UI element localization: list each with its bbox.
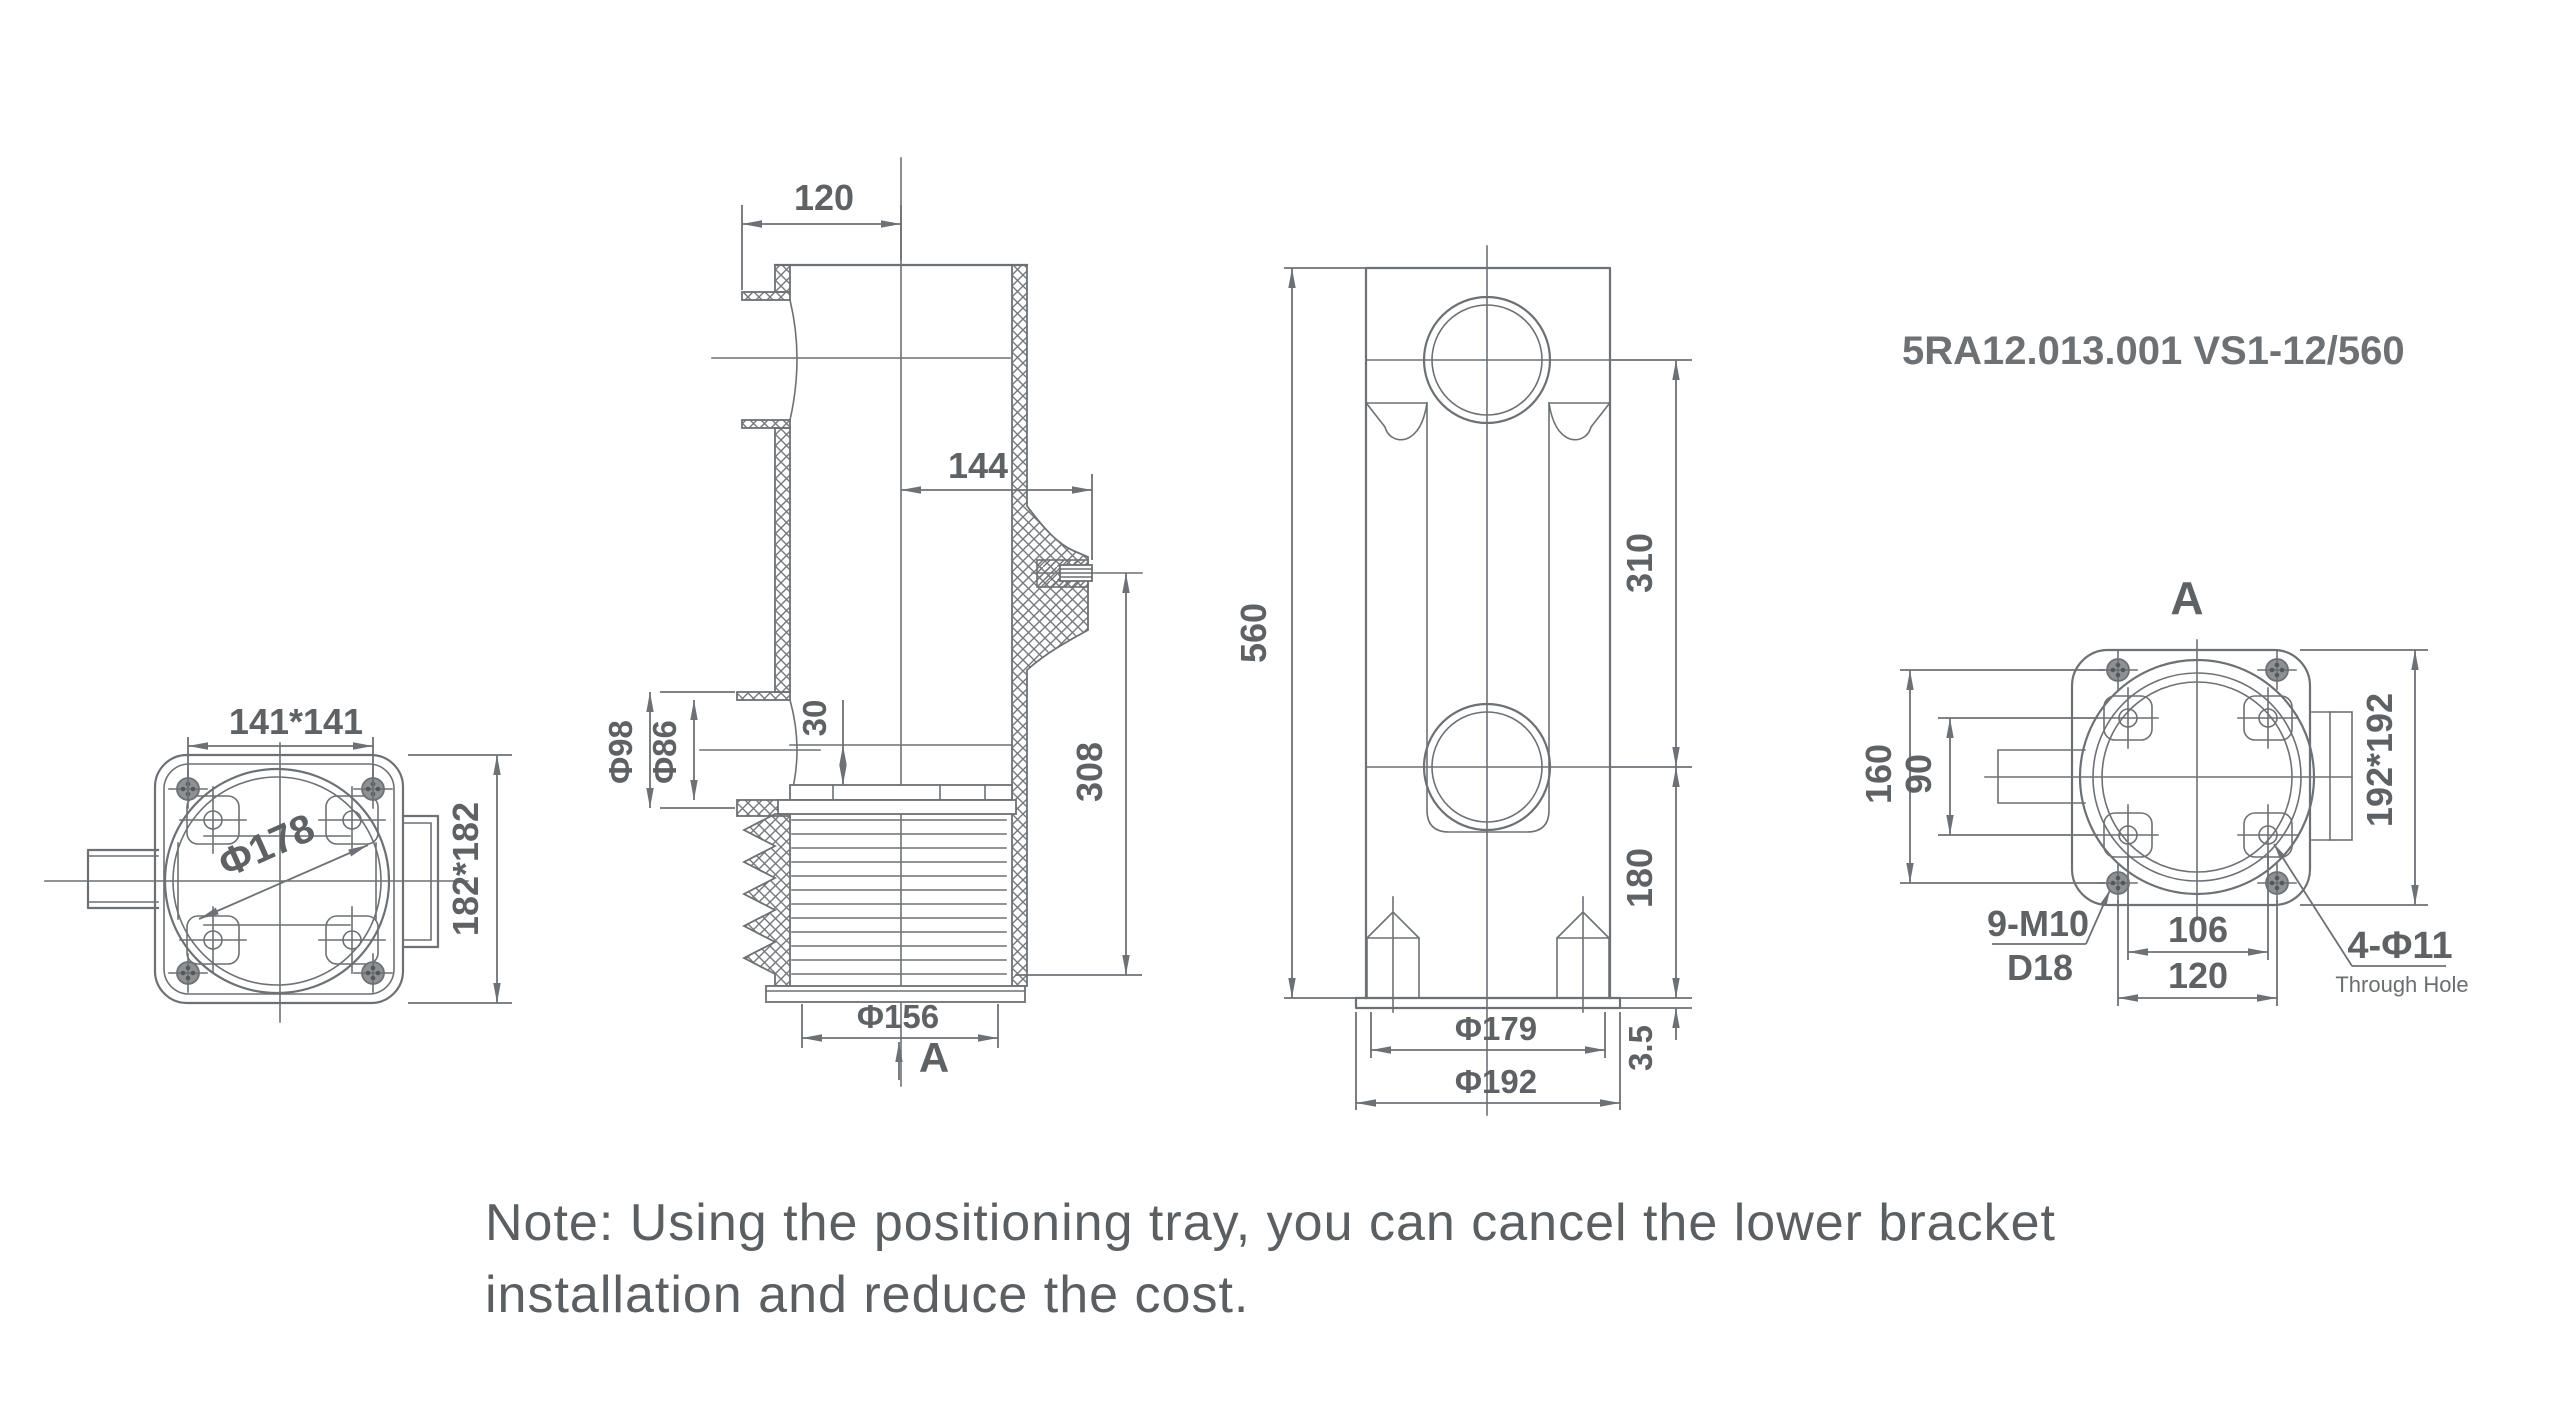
inner-bolt-holes	[179, 786, 386, 974]
dim-106: 106	[2127, 855, 2269, 960]
dim-label: 144	[948, 445, 1008, 486]
dim-98: Φ98	[602, 691, 735, 809]
corner-screws	[2098, 650, 2297, 903]
thread-spec-label: 9-M10	[1987, 903, 2089, 944]
screw	[2257, 650, 2297, 690]
dim-label: 308	[1069, 742, 1110, 802]
dim-label: 141*141	[229, 701, 363, 742]
screw	[353, 953, 393, 993]
hole-note-label: Through Hole	[2335, 972, 2468, 997]
bottom-flange-view: 141*141 182*182 Φ178	[44, 701, 512, 1023]
pole-circle-outer	[2078, 658, 2316, 896]
dim-90: 90	[1898, 717, 2098, 836]
dim-86: Φ86	[646, 700, 698, 800]
dim-310: 310	[1610, 359, 1692, 768]
shoulder-notches	[1365, 402, 1611, 441]
right-wall	[1011, 264, 1089, 987]
base-plate	[1284, 996, 1692, 1010]
dim-160: 160	[1858, 669, 2105, 884]
bottom-studs	[1366, 896, 1610, 1013]
body-outline	[1364, 266, 1612, 1000]
dim-192sq: 192*192	[2300, 649, 2428, 906]
dim-120-bolt: 120	[2117, 900, 2278, 1006]
dim-label: 3.5	[1622, 1025, 1659, 1071]
dim-label: 90	[1898, 754, 1939, 794]
embedded-insert	[1036, 559, 1093, 588]
top-view-a: A	[1858, 572, 2469, 1006]
note-line-2: installation and reduce the cost.	[485, 1266, 1249, 1324]
dim-label: 560	[1233, 603, 1274, 663]
section-view: 120 144 30 Φ98 Φ86 Φ156	[602, 157, 1143, 1087]
view-arrow-label: A	[919, 1034, 949, 1081]
drawing-title: 5RA12.013.001 VS1-12/560	[1902, 329, 2405, 373]
nozzle-socket-curve	[789, 299, 798, 421]
screw	[2098, 650, 2138, 690]
screw	[2098, 863, 2138, 903]
dim-179: Φ179	[1370, 1010, 1606, 1058]
inner-tube-outline	[1426, 402, 1550, 833]
thread-callout: 9-M10 D18	[1987, 889, 2111, 988]
dim-192: Φ192	[1355, 1012, 1621, 1110]
keyway-slot	[1997, 749, 2086, 804]
dim-3-5: 3.5	[1622, 1008, 1680, 1071]
side-tab	[2311, 711, 2353, 841]
dim-label: 180	[1619, 848, 1660, 908]
bottom-flange	[765, 985, 1026, 1003]
dim-label: 106	[2168, 909, 2228, 950]
through-hole-callout: 4-Φ11 Through Hole	[2273, 843, 2469, 997]
dim-label: Φ86	[646, 720, 683, 784]
flange-outline	[153, 753, 405, 1005]
inner-bolt-holes	[2097, 687, 2299, 866]
view-direction-arrow: A	[895, 1034, 949, 1081]
dim-label: 160	[1858, 744, 1899, 804]
left-wall	[736, 264, 791, 817]
dim-label: Φ179	[1455, 1010, 1537, 1047]
dim-label: 310	[1619, 533, 1660, 593]
flange-outline	[2070, 648, 2312, 907]
pole-circle-mid	[2092, 672, 2302, 882]
flange-circle-inner	[172, 776, 382, 986]
dim-156: Φ156	[801, 998, 999, 1048]
dim-30: 30	[796, 700, 847, 785]
dim-label: 182*182	[445, 802, 486, 936]
dim-182: 182*182	[408, 754, 512, 1004]
thread-depth-label: D18	[2007, 947, 2073, 988]
side-tab	[401, 814, 440, 949]
screw	[168, 953, 208, 993]
flange-circle-outer	[163, 767, 391, 995]
drawing-note: Note: Using the positioning tray, you ca…	[485, 1194, 2056, 1324]
dim-label: Φ98	[602, 720, 639, 784]
bellows	[742, 813, 1007, 987]
dim-label: 192*192	[2359, 693, 2400, 827]
dim-label: 120	[2168, 955, 2228, 996]
dim-label: Φ178	[212, 806, 321, 887]
shaft-stub	[86, 848, 160, 910]
dim-141: 141*141	[187, 701, 374, 800]
dim-308: 308	[1015, 573, 1142, 976]
dim-label: Φ192	[1455, 1063, 1537, 1100]
dim-180: 180	[1619, 767, 1680, 998]
dim-560: 560	[1233, 267, 1366, 998]
dim-label: 120	[794, 177, 854, 218]
screw	[2257, 863, 2297, 903]
dim-144: 144	[901, 445, 1093, 560]
front-elevation-view: 560 310 180 3.5 Φ179 Φ192	[1233, 245, 1692, 1116]
pole-circle-inner	[2101, 681, 2293, 873]
view-label: A	[2170, 572, 2203, 624]
note-line-1: Note: Using the positioning tray, you ca…	[485, 1194, 2056, 1252]
dim-label: 30	[796, 700, 833, 737]
dim-label: Φ156	[857, 998, 939, 1035]
dim-120-top: 120	[741, 177, 902, 290]
hole-spec-label: 4-Φ11	[2347, 925, 2452, 967]
lower-flange	[777, 784, 1017, 815]
